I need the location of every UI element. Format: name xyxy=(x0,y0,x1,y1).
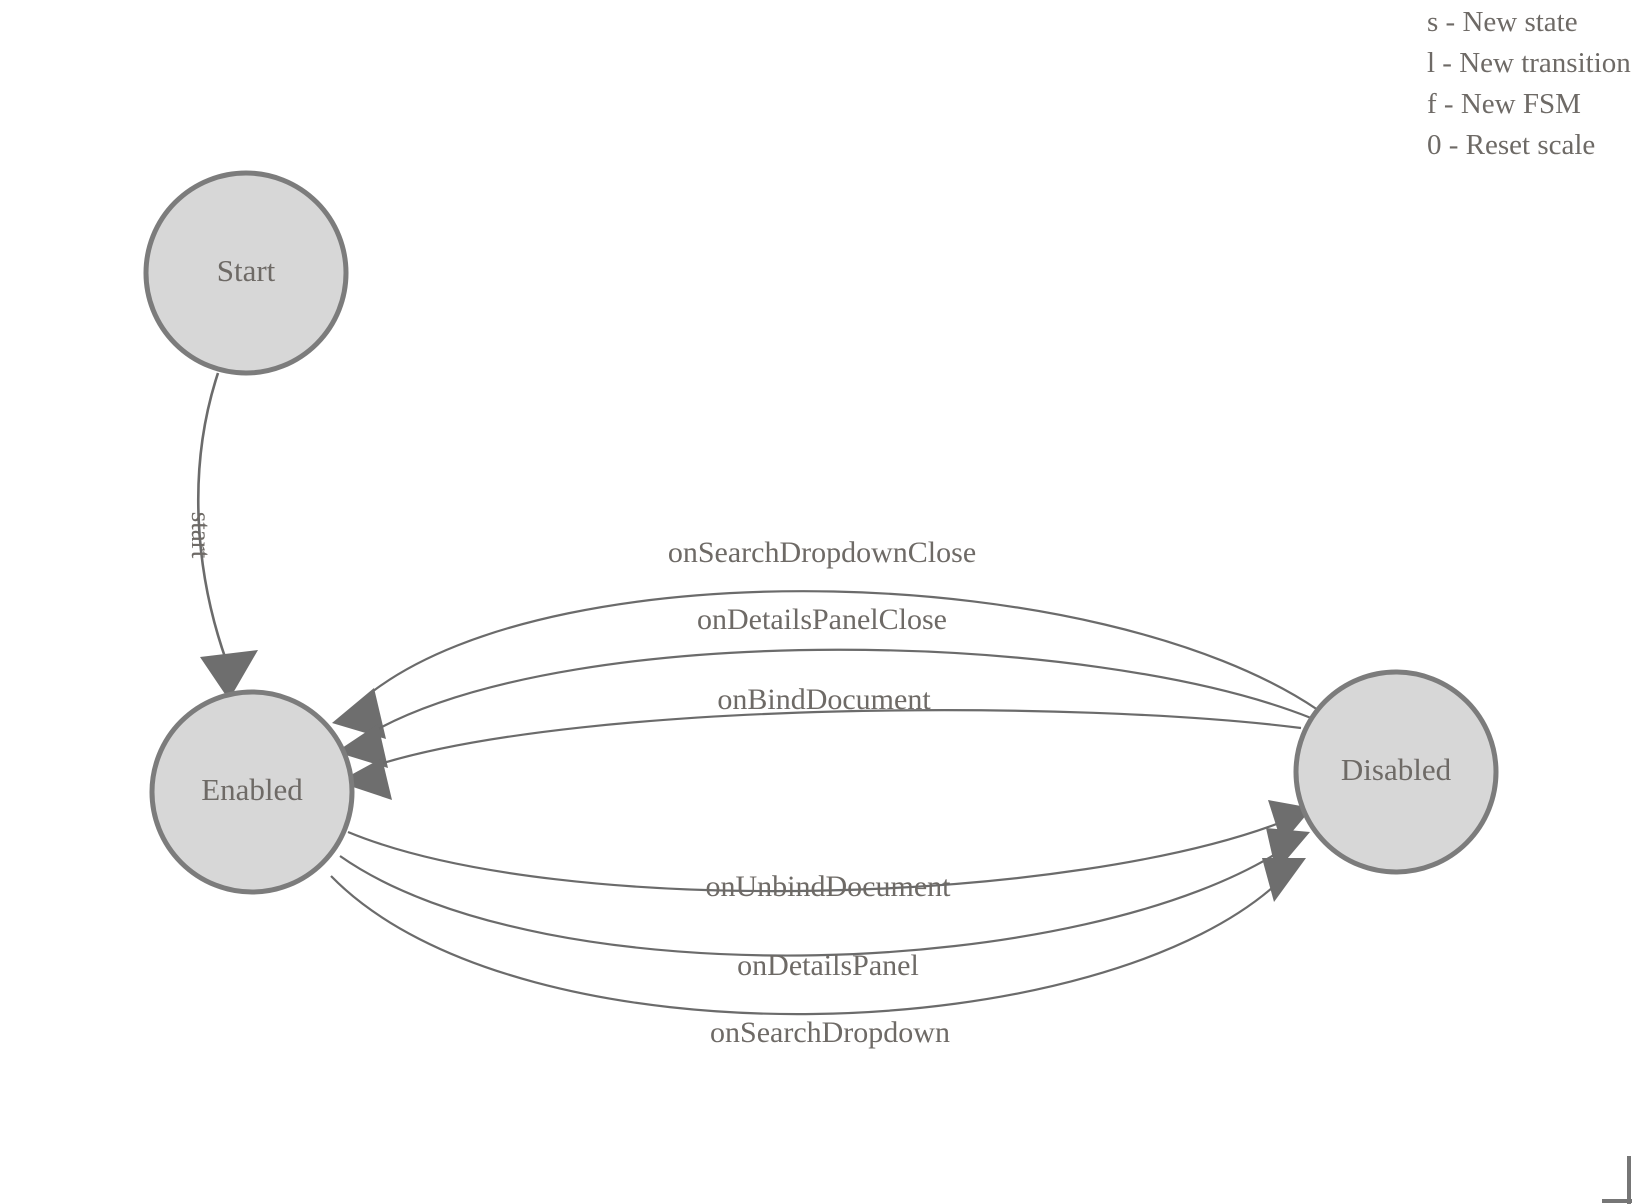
node-disabled[interactable]: Disabled xyxy=(1293,669,1499,875)
node-enabled-label: Enabled xyxy=(201,772,303,807)
arrowhead-onsearchdropdown xyxy=(1262,858,1306,902)
edge-path-start-enabled xyxy=(196,372,228,661)
arrowhead-onbinddocument xyxy=(338,758,392,800)
arrowhead-onsearchdropdownclose xyxy=(332,688,386,739)
corner-handle-vertical-line xyxy=(1627,1156,1631,1204)
node-start-label: Start xyxy=(217,253,276,288)
node-disabled-circle[interactable] xyxy=(1293,669,1499,875)
edge-label-ondetailspanelclose: onDetailsPanelClose xyxy=(697,603,947,636)
edge-label-start: start xyxy=(186,512,216,559)
edge-label-ondetailspanel: onDetailsPanel xyxy=(737,949,919,982)
edge-start-to-enabled[interactable] xyxy=(196,372,258,700)
canvas-corner-handle[interactable] xyxy=(1602,1156,1632,1204)
edge-label-onunbinddocument: onUnbindDocument xyxy=(706,870,952,903)
edge-path-onsearchdropdownclose xyxy=(371,590,1319,711)
node-enabled-circle[interactable] xyxy=(149,689,355,895)
edge-path-ondetailspanel xyxy=(339,845,1289,957)
corner-handle-horizontal-line xyxy=(1602,1199,1632,1203)
edge-path-onunbinddocument xyxy=(347,816,1293,893)
node-disabled-label: Disabled xyxy=(1341,752,1452,787)
arrowhead-start-enabled xyxy=(200,650,258,700)
edge-disabled-to-enabled-detailspanelclose[interactable] xyxy=(336,648,1312,768)
edge-label-onbinddocument: onBindDocument xyxy=(717,683,931,716)
edge-label-onsearchdropdownclose: onSearchDropdownClose xyxy=(668,536,976,569)
node-start[interactable]: Start xyxy=(143,170,349,376)
edge-enabled-to-disabled-searchdropdown[interactable] xyxy=(330,858,1306,1016)
edge-label-onsearchdropdown: onSearchDropdown xyxy=(710,1016,950,1049)
node-start-circle[interactable] xyxy=(143,170,349,376)
edge-path-onbinddocument xyxy=(379,709,1302,766)
edge-path-onsearchdropdown xyxy=(330,875,1286,1016)
arrowhead-ondetailspanelclose xyxy=(336,724,388,768)
edge-disabled-to-enabled-binddocument[interactable] xyxy=(338,709,1302,800)
node-enabled[interactable]: Enabled xyxy=(149,689,355,895)
edge-path-ondetailspanelclose xyxy=(375,648,1312,731)
edge-disabled-to-enabled-searchdropdownclose[interactable] xyxy=(332,590,1319,739)
